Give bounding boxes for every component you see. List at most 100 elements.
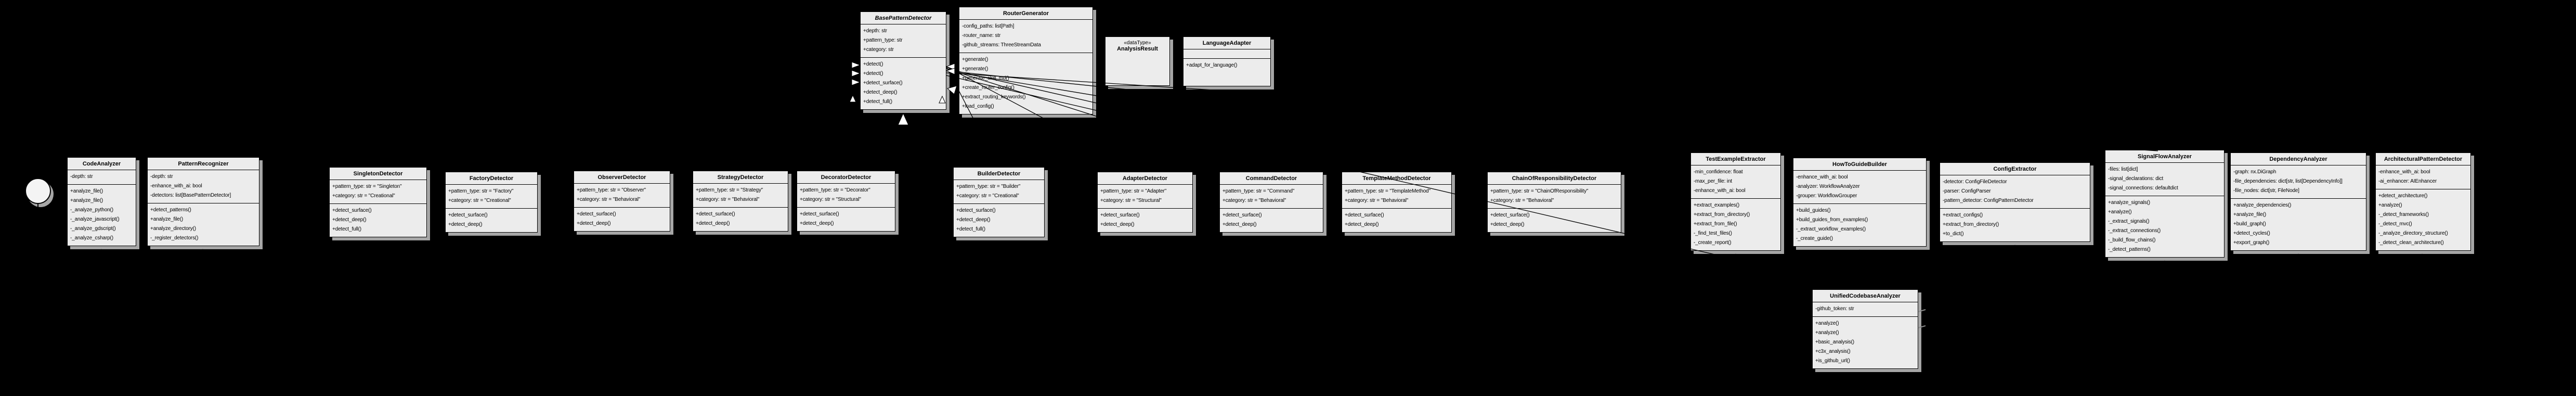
uml-class-analysis-result[interactable]: «dataType»AnalysisResult [1105, 36, 1170, 86]
class-method: +extract_examples() [1694, 202, 1740, 208]
class-attribute: -pattern_detector: ConfigPatternDetector [1943, 198, 2034, 203]
class-method: +is_github_url() [1815, 358, 1850, 364]
uml-class-strategy-detector[interactable]: StrategyDetector+pattern_type: str = "St… [693, 171, 788, 232]
class-method: +detect_surface() [1490, 212, 1530, 218]
uml-class-chain-of-responsibility-detector[interactable]: ChainOfResponsibilityDetector+pattern_ty… [1487, 172, 1621, 233]
class-attribute: +pattern_type: str = "TemplateMethod" [1345, 188, 1430, 194]
class-method: -_analyze_csharp() [70, 235, 113, 241]
class-attributes-compartment: +depth: str+pattern_type: str+category: … [861, 24, 946, 57]
class-title: RouterGenerator [959, 7, 1092, 19]
uml-class-base-pattern-detector[interactable]: BasePatternDetector +depth: str+pattern_t… [860, 11, 946, 110]
class-attributes-compartment: -enhance_with_ai: bool-ai_enhancer: AIEn… [2376, 165, 2470, 189]
class-method: +build_guides() [1796, 208, 1831, 213]
class-name: ObserverDetector [597, 174, 646, 181]
uml-class-unified-codebase-analyzer[interactable]: UnifiedCodebaseAnalyzer -github_token: st… [1812, 289, 1918, 369]
class-name: ArchitecturalPatternDetector [2384, 156, 2463, 162]
class-method: +detect_surface() [577, 211, 616, 217]
class-attributes-compartment: +pattern_type: str = "Adapter"+category:… [1098, 184, 1192, 208]
class-name: LanguageAdapter [1202, 40, 1252, 46]
uml-class-test-example-extractor[interactable]: TestExampleExtractor-min_confidence: flo… [1690, 152, 1781, 251]
uml-class-how-to-guide-builder[interactable]: HowToGuideBuilder-enhance_with_ai: bool-… [1793, 158, 1927, 247]
class-method: +detect() [863, 61, 883, 67]
class-attributes-compartment: +pattern_type: str = "Builder"+category:… [954, 180, 1044, 203]
class-title: ChainOfResponsibilityDetector [1488, 172, 1621, 184]
class-attribute: +pattern_type: str [863, 37, 903, 43]
class-title: TestExampleExtractor [1691, 153, 1780, 165]
class-attribute: +category: str = "Creational" [956, 193, 1019, 199]
class-method: +detect_surface() [1100, 212, 1140, 218]
class-method: +detect_deep() [1100, 222, 1135, 227]
uml-class-command-detector[interactable]: CommandDetector +pattern_type: str = "Com… [1219, 172, 1323, 233]
class-method: +extract_routing_keywords() [962, 94, 1026, 100]
class-methods-compartment: +detect_surface() +detect_deep() [1342, 208, 1451, 232]
class-method: +detect() [863, 71, 883, 76]
class-attribute: +category: str = "Creational" [448, 198, 511, 203]
class-name: CommandDetector [1245, 175, 1297, 182]
class-attributes-compartment: +pattern_type: str = "Singleton"+categor… [330, 180, 426, 203]
class-method: +detect_surface() [1345, 212, 1384, 218]
class-method: +detect_surface() [956, 208, 996, 213]
class-method: +c3x_analysis() [1815, 349, 1851, 354]
class-attribute: -file_nodes: dict[str, FileNode] [2233, 188, 2299, 194]
uml-class-signal-flow-analyzer[interactable]: SignalFlowAnalyzer-files: list[dict]-sig… [2105, 150, 2224, 258]
uml-class-dependency-analyzer[interactable]: DependencyAnalyzer-graph: nx.DiGraph-fil… [2230, 152, 2366, 251]
class-methods-compartment: +detect_patterns()+analyze_file()+analyz… [148, 203, 259, 246]
class-attribute: -enhance_with_ai: bool [150, 183, 202, 189]
class-name: BasePatternDetector [875, 15, 932, 21]
class-attribute: -enhance_with_ai: bool [2378, 169, 2430, 175]
uml-class-code-analyzer[interactable]: CodeAnalyzer-depth: str+analyze_file()+a… [67, 157, 136, 246]
class-attributes-compartment: +pattern_type: str = "Command"+category:… [1220, 184, 1323, 208]
class-methods-compartment: +adapt_for_language() [1183, 58, 1270, 73]
uml-class-decorator-detector[interactable]: DecoratorDetector+pattern_type: str = "D… [797, 171, 895, 232]
uml-class-pattern-recognizer[interactable]: PatternRecognizer-depth: str-enhance_wit… [147, 157, 259, 246]
uml-class-adapter-detector[interactable]: AdapterDetector +pattern_type: str = "Ada… [1097, 172, 1193, 233]
uml-class-factory-detector[interactable]: FactoryDetector+pattern_type: str = "Fac… [445, 172, 538, 233]
class-method: +detect_surface() [332, 208, 372, 213]
uml-class-observer-detector[interactable]: ObserverDetector+pattern_type: str = "Ob… [574, 171, 670, 232]
class-methods-compartment: +extract_configs()+extract_from_director… [1940, 208, 2090, 241]
class-attributes-compartment: +pattern_type: str = "Decorator"+categor… [797, 183, 895, 207]
uml-class-router-generator[interactable]: RouterGenerator-config_paths: list[Path]… [959, 7, 1093, 114]
class-method: +extract_from_file() [1694, 221, 1737, 227]
class-attribute: +category: str = "Behavioral" [1345, 198, 1409, 203]
class-method: +load_config() [962, 104, 994, 109]
class-method: +detect_deep() [1345, 222, 1379, 227]
uml-class-config-extractor[interactable]: ConfigExtractor-detector: ConfigFileDete… [1940, 162, 2090, 242]
inheritance-arrowhead-left [851, 70, 861, 77]
class-method: +detect_deep() [332, 217, 367, 223]
class-name: HowToGuideBuilder [1832, 161, 1887, 168]
class-method: +detect_surface() [863, 80, 903, 86]
class-attribute: -graph: nx.DiGraph [2233, 169, 2276, 175]
uml-class-architectural-pattern-detector[interactable]: ArchitecturalPatternDetector -enhance_wit… [2375, 152, 2471, 251]
class-name: BuilderDetector [977, 171, 1021, 177]
uml-class-singleton-detector[interactable]: SingletonDetector+pattern_type: str = "S… [329, 167, 427, 237]
class-title: BuilderDetector [954, 168, 1044, 180]
uml-class-builder-detector[interactable]: BuilderDetector +pattern_type: str = "Bui… [953, 167, 1045, 237]
class-attribute: +category: str = "Behavioral" [577, 197, 641, 202]
class-methods-compartment: +detect_surface()+detect_deep() [1488, 208, 1621, 232]
inheritance-arrowhead-right [945, 63, 955, 70]
class-name: AnalysisResult [1117, 46, 1158, 52]
class-attributes-compartment: -min_confidence: float-max_per_file: int… [1691, 165, 1780, 198]
class-method: +detect_full() [863, 99, 892, 105]
uml-class-template-method-detector[interactable]: TemplateMethodDetector+pattern_type: str… [1342, 172, 1452, 233]
interface-lollipop[interactable] [25, 178, 51, 204]
class-method: +detect_deep() [863, 90, 897, 95]
class-attribute: -detectors: list[BasePatternDetector] [150, 193, 231, 198]
class-attribute: +pattern_type: str = "Singleton" [332, 184, 402, 189]
class-method: +extract_from_directory() [1943, 222, 1999, 227]
class-name: AdapterDetector [1122, 175, 1168, 182]
class-name: StrategyDetector [717, 174, 764, 181]
class-attribute: -depth: str [150, 174, 173, 180]
class-method: +export_graph() [2233, 240, 2270, 246]
class-method: +adapt_for_language() [1186, 62, 1238, 68]
relation-line-left [621, 76, 861, 171]
class-method: +detect_deep() [696, 221, 730, 226]
class-attribute: -github_token: str [1815, 306, 1854, 312]
class-title: UnifiedCodebaseAnalyzer [1813, 290, 1918, 302]
class-name: CodeAnalyzer [82, 161, 121, 167]
class-attribute: -signal_connections: defaultdict [2108, 185, 2178, 191]
class-name: RouterGenerator [1003, 10, 1049, 17]
uml-class-language-adapter[interactable]: LanguageAdapter +adapt_for_language() [1183, 36, 1271, 86]
class-attributes-compartment: -files: list[dict]-signal_declarations: … [2105, 162, 2224, 196]
